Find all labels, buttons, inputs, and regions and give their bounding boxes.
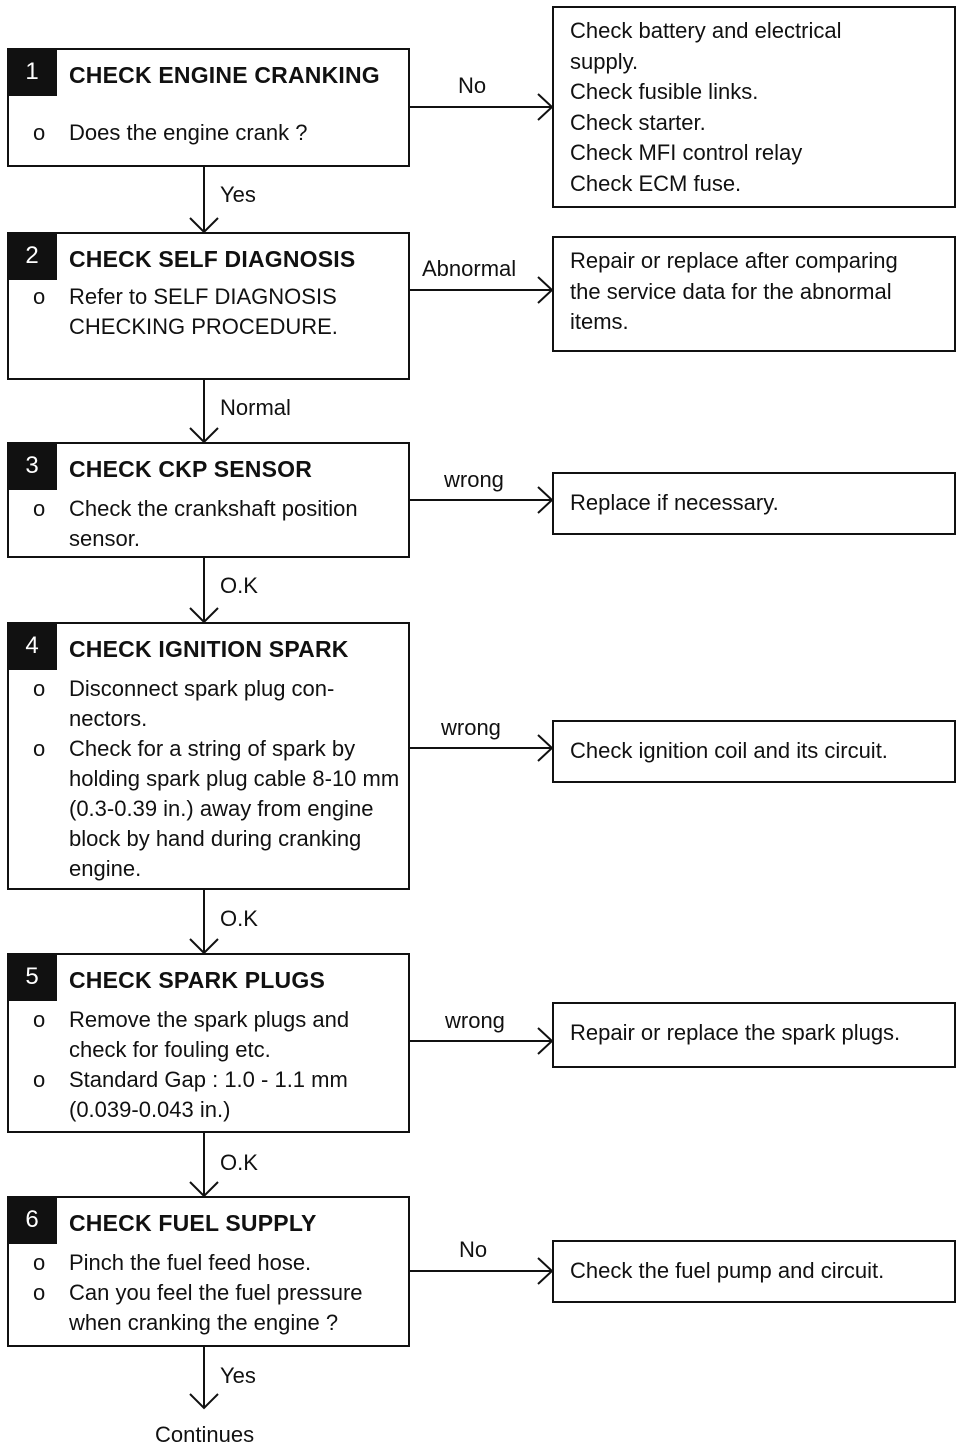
branch-label-5: wrong <box>445 1008 505 1033</box>
branch-label-1: No <box>458 73 487 98</box>
step-title-3: CHECK CKP SENSOR <box>69 456 313 482</box>
flow-label-2: Normal <box>220 395 291 420</box>
remedy-line: Check MFI control relay <box>570 140 803 165</box>
bullet-text: Refer to SELF DIAGNOSIS CHECKING PROCEDU… <box>69 284 338 339</box>
flow-label-5: O.K <box>220 1150 258 1175</box>
bullet-text: Standard Gap : 1.0 - 1.1 mm (0.039-0.043… <box>69 1067 348 1122</box>
step-title-4: CHECK IGNITION SPARK <box>69 636 349 662</box>
bullet-item: o Disconnect spark plug con-nectors. <box>33 674 402 734</box>
step-number-2: 2 <box>7 232 57 280</box>
bullet-item: o Check for a string of spark by holding … <box>33 734 402 884</box>
step-number-3: 3 <box>7 442 57 490</box>
branch-label-3: wrong <box>444 467 504 492</box>
bullet-text: Pinch the fuel feed hose. <box>69 1250 312 1275</box>
flow-label-4: O.K <box>220 906 258 931</box>
bullet-text: Disconnect spark plug con-nectors. <box>69 676 335 731</box>
step-box-1: 1 CHECK ENGINE CRANKING o Does the engine… <box>7 48 410 167</box>
branch-label-4: wrong <box>441 715 501 740</box>
step-title-2: CHECK SELF DIAGNOSIS <box>69 246 356 272</box>
remedy-line: Check starter. <box>570 109 706 135</box>
step-title-6: CHECK FUEL SUPPLY <box>69 1210 317 1236</box>
bullet-marker: o <box>33 1067 46 1092</box>
step-title-1: CHECK ENGINE CRANKING <box>69 62 380 88</box>
bullet-item: o Does the engine crank ? <box>33 118 402 148</box>
step-bullets-2: o Refer to SELF DIAGNOSIS CHECKING PROCED… <box>33 282 402 342</box>
bullet-marker: o <box>33 676 46 701</box>
bullet-marker: o <box>33 1250 46 1275</box>
remedy-box-5: Repair or replace the spark plugs. <box>552 1002 956 1068</box>
bullet-item: o Can you feel the fuel pressure when cra… <box>33 1278 402 1338</box>
branch-label-6: No <box>459 1237 488 1262</box>
step-title-5: CHECK SPARK PLUGS <box>69 967 325 993</box>
step-bullets-3: o Check the crankshaft position sensor. <box>33 494 402 554</box>
step-number-4: 4 <box>7 622 57 670</box>
remedy-line: Check fusible links. <box>570 79 759 104</box>
remedy-line: the service data for the abnormal <box>570 278 892 304</box>
step-box-4: 4 CHECK IGNITION SPARK o Disconnect spark… <box>7 622 410 890</box>
remedy-box-3: Replace if necessary. <box>552 472 956 535</box>
step-number-6: 6 <box>7 1196 57 1244</box>
remedy-line: items. <box>570 309 629 334</box>
bullet-text: Can you feel the fuel pressure when cran… <box>69 1280 363 1335</box>
remedy-line: Repair or replace the spark plugs. <box>570 1020 901 1045</box>
step-box-5: 5 CHECK SPARK PLUGS o Remove the spark pl… <box>7 953 410 1133</box>
remedy-line: supply. <box>570 48 639 74</box>
remedy-line: Check ignition coil and its circuit. <box>570 738 888 763</box>
bullet-text: Remove the spark plugs and check for fou… <box>69 1007 350 1062</box>
step-box-3: 3 CHECK CKP SENSOR o Check the crankshaft… <box>7 442 410 558</box>
bullet-marker: o <box>33 736 46 761</box>
remedy-line: Replace if necessary. <box>570 490 779 515</box>
bullet-marker: o <box>33 1007 46 1032</box>
step-bullets-5: o Remove the spark plugs and check for fo… <box>33 1005 402 1125</box>
step-number-5: 5 <box>7 953 57 1001</box>
bullet-item: o Check the crankshaft position sensor. <box>33 494 402 554</box>
flow-label-6: Yes <box>220 1363 256 1388</box>
bullet-marker: o <box>33 120 46 145</box>
bullet-marker: o <box>33 1280 46 1305</box>
bullet-item: o Pinch the fuel feed hose. <box>33 1248 402 1278</box>
bullet-marker: o <box>33 496 46 521</box>
remedy-line: Check battery and electrical <box>570 18 842 43</box>
remedy-line: Repair or replace after comparing <box>570 248 898 273</box>
step-box-6: 6 CHECK FUEL SUPPLY o Pinch the fuel feed… <box>7 1196 410 1347</box>
step-box-2: 2 CHECK SELF DIAGNOSIS o Refer to SELF DI… <box>7 232 410 380</box>
bullet-text: Check for a string of spark by holding s… <box>69 736 400 881</box>
remedy-box-2: Repair or replace after comparing the se… <box>552 236 956 352</box>
bullet-item: o Remove the spark plugs and check for fo… <box>33 1005 402 1065</box>
bullet-item: o Refer to SELF DIAGNOSIS CHECKING PROCED… <box>33 282 402 342</box>
remedy-box-1: Check battery and electrical supply. Che… <box>552 6 956 208</box>
flow-label-3: O.K <box>220 573 258 598</box>
bullet-text: Check the crankshaft position sensor. <box>69 496 358 551</box>
bullet-item: o Standard Gap : 1.0 - 1.1 mm (0.039-0.04… <box>33 1065 402 1125</box>
remedy-box-6: Check the fuel pump and circuit. <box>552 1240 956 1303</box>
flow-label-1: Yes <box>220 182 256 207</box>
remedy-line: Check the fuel pump and circuit. <box>570 1258 885 1283</box>
step-number-1: 1 <box>7 48 57 96</box>
branch-label-2: Abnormal <box>422 256 517 281</box>
continues-label: Continues <box>155 1422 255 1447</box>
remedy-box-4: Check ignition coil and its circuit. <box>552 720 956 783</box>
step-bullets-1: o Does the engine crank ? <box>33 118 402 148</box>
bullet-text: Does the engine crank ? <box>69 120 308 145</box>
bullet-marker: o <box>33 284 46 309</box>
remedy-line: Check ECM fuse. <box>570 170 742 196</box>
